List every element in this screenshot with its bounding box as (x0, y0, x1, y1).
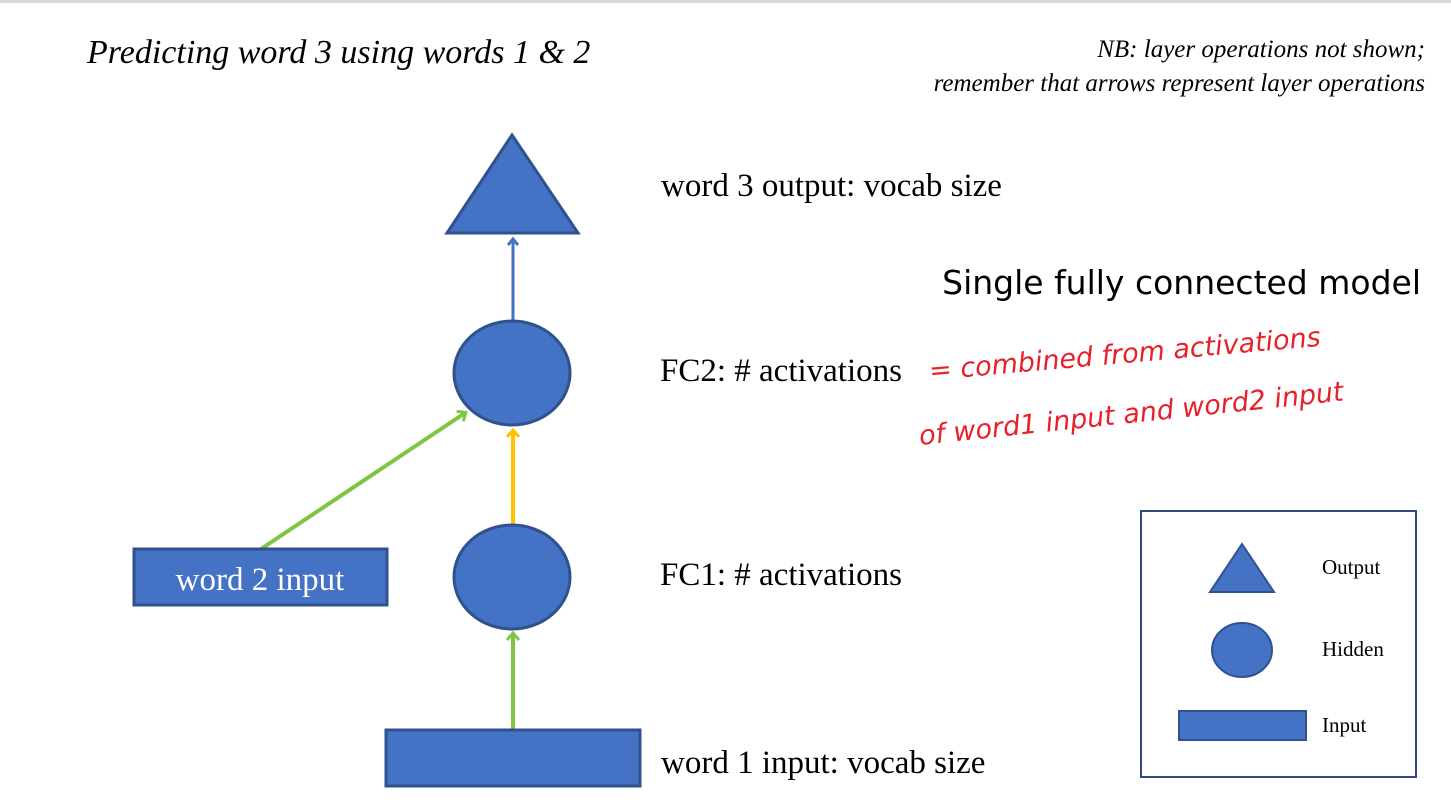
legend-input-icon (1178, 710, 1307, 741)
word1-input-label: word 1 input: vocab size (661, 745, 986, 781)
word3-output-label: word 3 output: vocab size (661, 168, 1002, 204)
legend-output-icon (1208, 542, 1276, 593)
fc1-label: FC1: # activations (660, 557, 902, 593)
legend-output-label: Output (1322, 555, 1381, 579)
arrow-word2-to-fc2 (259, 413, 465, 551)
slide-title: Predicting word 3 using words 1 & 2 (87, 34, 591, 71)
output-triangle (444, 132, 581, 235)
handwritten-annotation-svg: = combined from activations of word1 inp… (917, 322, 1346, 452)
fc2-circle (452, 319, 572, 427)
annotation-line-2: of word1 input and word2 input (918, 376, 1346, 452)
note-line-1: NB: layer operations not shown; (1097, 36, 1425, 63)
handwritten-annotation: = combined from activations of word1 inp… (917, 322, 1438, 480)
legend: Output Hidden Input (1140, 510, 1417, 778)
fc2-label: FC2: # activations (660, 353, 902, 389)
annotation-line-1: = combined from activations (928, 330, 1322, 387)
legend-input-label: Input (1322, 713, 1367, 737)
top-rule (0, 0, 1451, 3)
word2-input-rect (132, 547, 389, 607)
legend-hidden-label: Hidden (1322, 637, 1384, 661)
fc1-circle (452, 523, 572, 631)
word2-input-label: word 2 input (176, 562, 345, 598)
model-subtitle: Single fully connected model (942, 263, 1421, 302)
word1-input-rect (384, 728, 642, 788)
legend-shapes (1178, 542, 1307, 741)
note-line-2: remember that arrows represent layer ope… (933, 70, 1425, 97)
note: NB: layer operations not shown; remember… (934, 33, 1425, 101)
legend-hidden-icon (1211, 622, 1273, 678)
